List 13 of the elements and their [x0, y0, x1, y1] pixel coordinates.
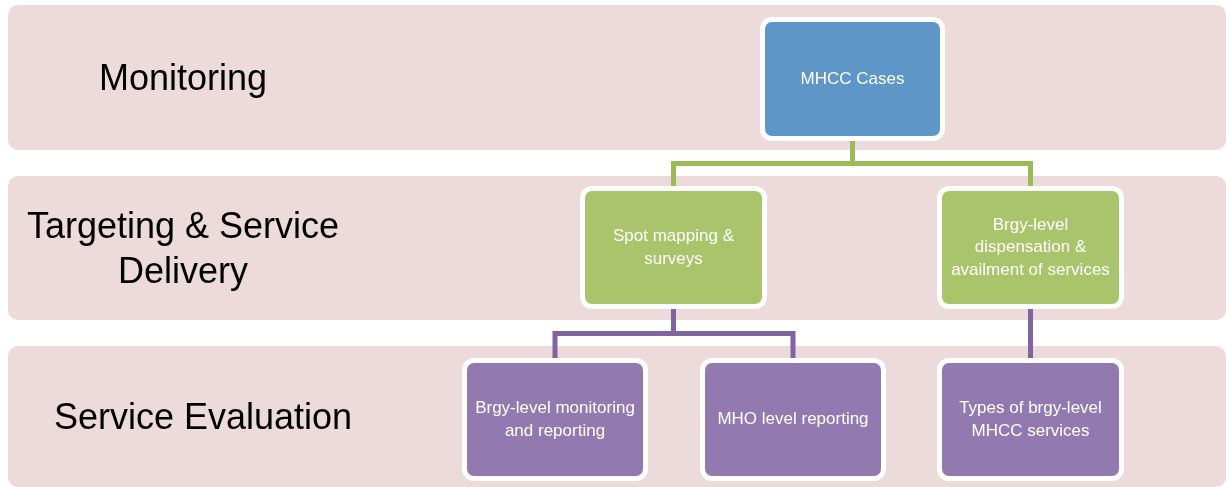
process-box: Types of brgy-level MHCC services [937, 358, 1124, 481]
band-label: Monitoring [98, 56, 268, 100]
process-box: Brgy-level dispensation & availment of services [937, 186, 1124, 309]
process-box: MHCC Cases [760, 17, 945, 141]
band-label: Targeting & Service Delivery [25, 204, 341, 293]
band-label: Service Evaluation [53, 395, 353, 439]
process-box: Spot mapping & surveys [580, 186, 767, 309]
band [8, 5, 1226, 150]
band [8, 176, 1226, 320]
process-box: Brgy-level monitoring and reporting [462, 358, 648, 481]
process-box: MHO level reporting [700, 358, 886, 481]
band [8, 346, 1226, 487]
connector-line [1028, 309, 1033, 358]
